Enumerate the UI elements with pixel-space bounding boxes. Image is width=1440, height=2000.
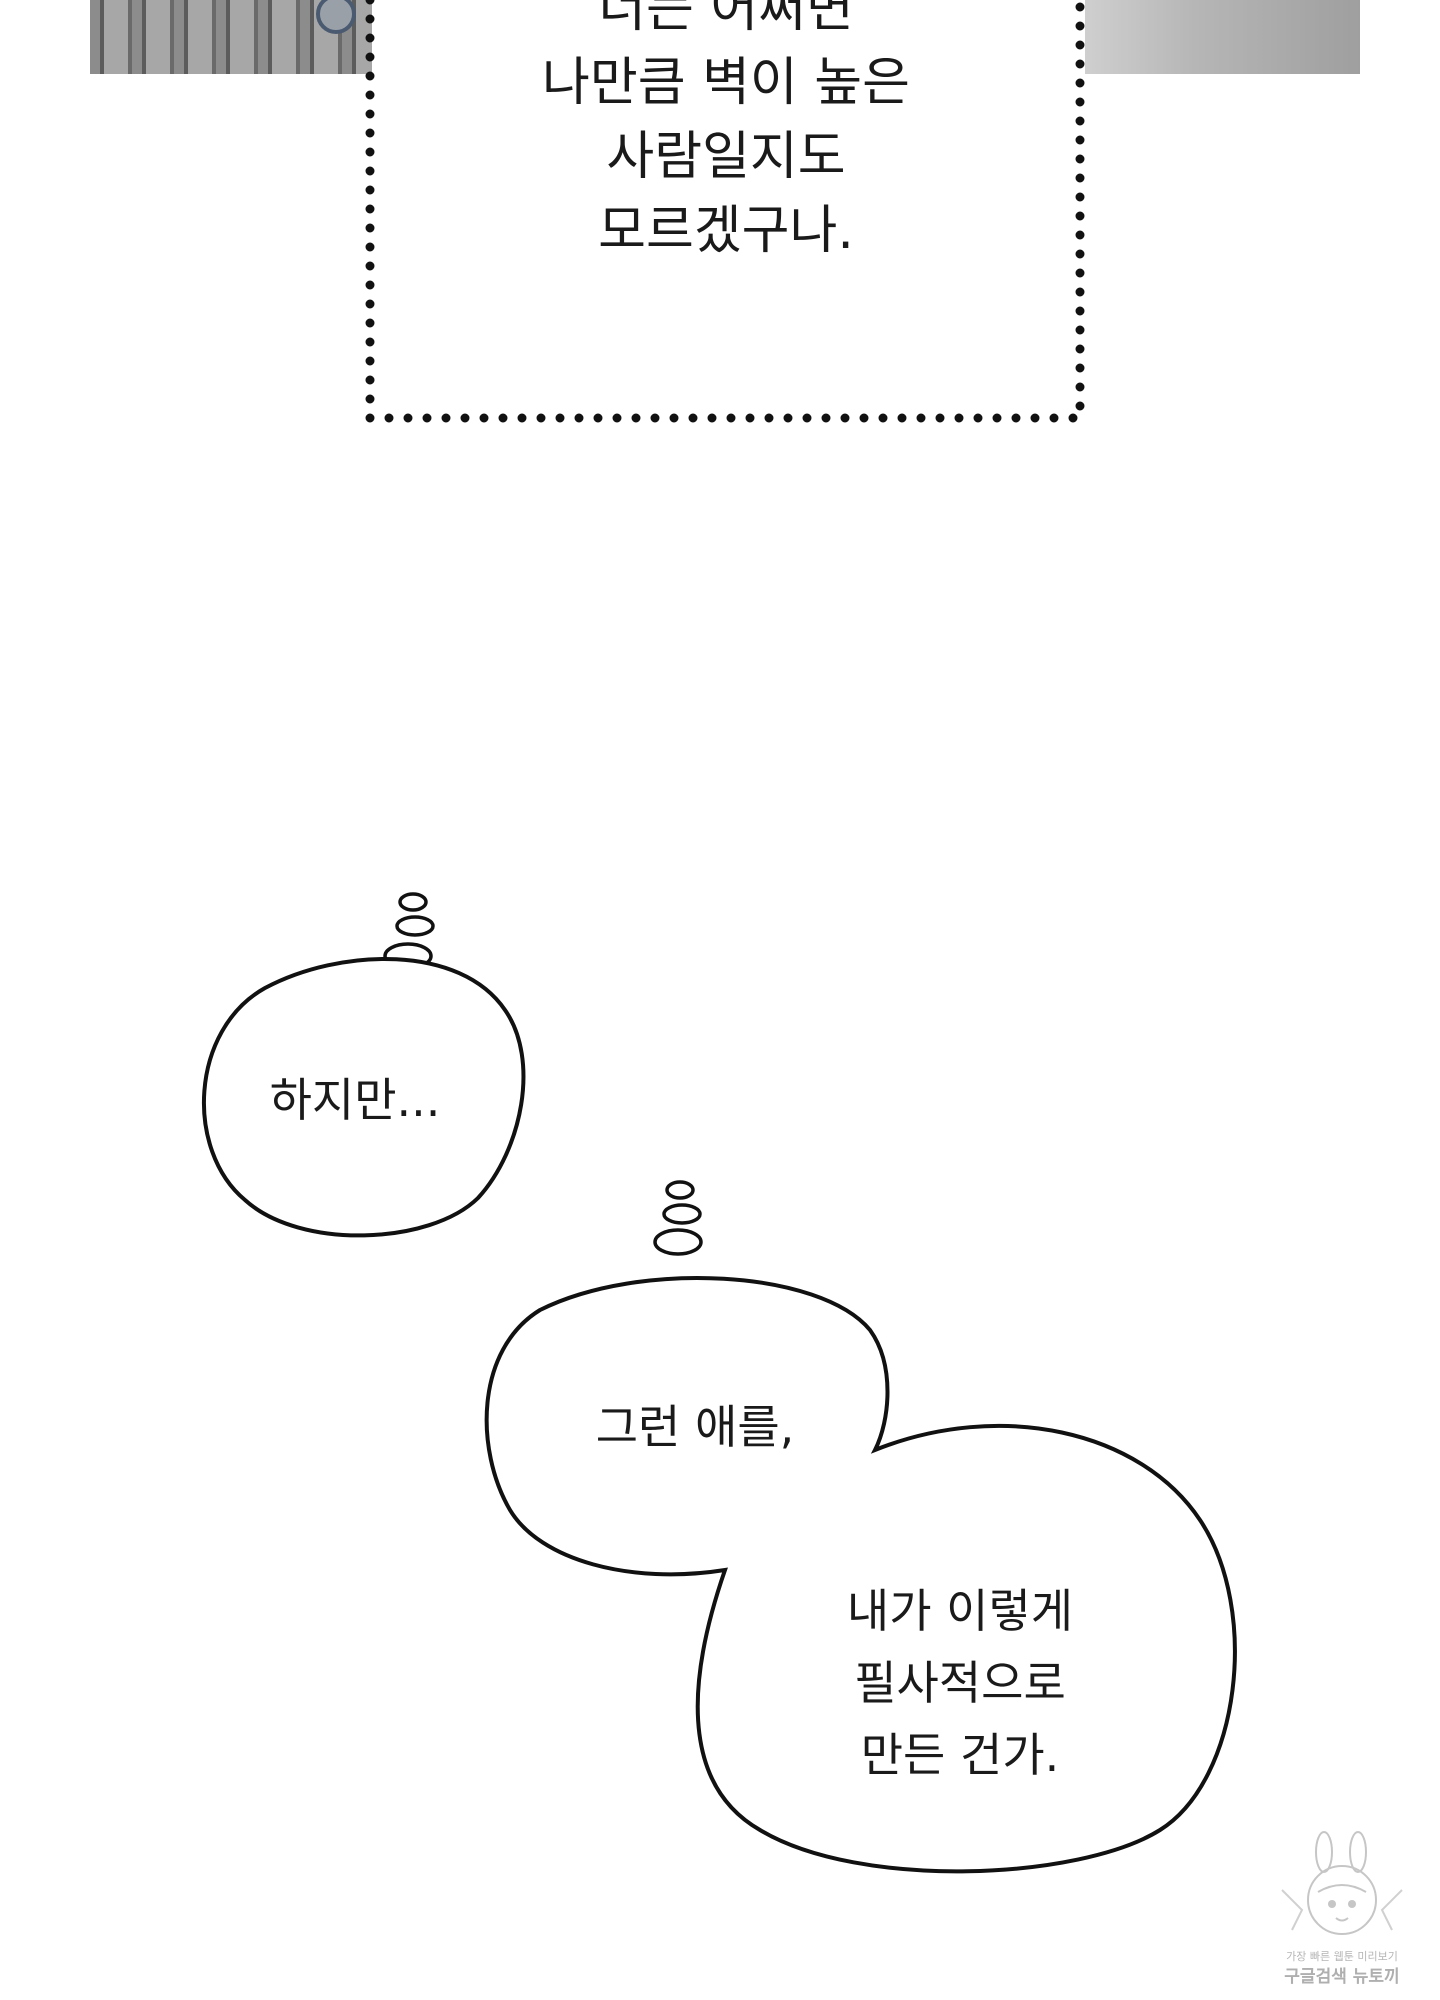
bubble-line: 내가 이렇게	[846, 1584, 1074, 1638]
watermark-brand: 구글검색 뉴토끼	[1284, 1967, 1400, 1987]
watermark-tagline: 가장 빠른 웹툰 미리보기	[1286, 1950, 1398, 1963]
narration-caption: 너는 어쩌면 나만큼 벽이 높은 사람일지도 모르겠구나.	[368, 0, 1084, 268]
thought-bubble-2-text-b: 내가 이렇게 필사적으로 만든 건가.	[820, 1575, 1100, 1791]
thought-trail-dot-small	[398, 892, 428, 912]
watermark: 가장 빠른 웹툰 미리보기 구글검색 뉴토끼	[1262, 1830, 1422, 1990]
narration-line: 나만큼 벽이 높은	[542, 53, 910, 113]
thought-trail-dot-medium	[662, 1203, 702, 1225]
thought-bubble-1-text: 하지만...	[260, 1065, 450, 1135]
narration-line: 너는 어쩌면	[598, 0, 854, 39]
narration-line: 모르겠구나.	[598, 201, 854, 261]
bubble-line: 필사적으로	[854, 1656, 1066, 1710]
bubble-line: 하지만...	[269, 1073, 441, 1127]
thought-bubble-1-shape	[201, 956, 526, 1238]
thought-bubble-2-shape	[484, 1276, 1237, 1874]
bunny-mascot-icon	[1281, 1831, 1403, 1935]
thought-trail-dot-medium	[395, 915, 435, 937]
narration-dotted-border	[365, 0, 1085, 423]
bubble-line: 만든 건가.	[860, 1728, 1060, 1782]
bubble-line: 그런 애를,	[595, 1400, 795, 1454]
thought-trail-dot-large	[653, 1228, 703, 1256]
narration-line: 사람일지도	[606, 127, 846, 187]
thought-bubble-2-text-a: 그런 애를,	[565, 1392, 825, 1462]
top-left-art-panel	[90, 0, 372, 74]
thought-trail-dot-small	[665, 1180, 695, 1200]
top-right-art-panel	[1085, 0, 1360, 74]
ring-detail	[316, 0, 356, 34]
